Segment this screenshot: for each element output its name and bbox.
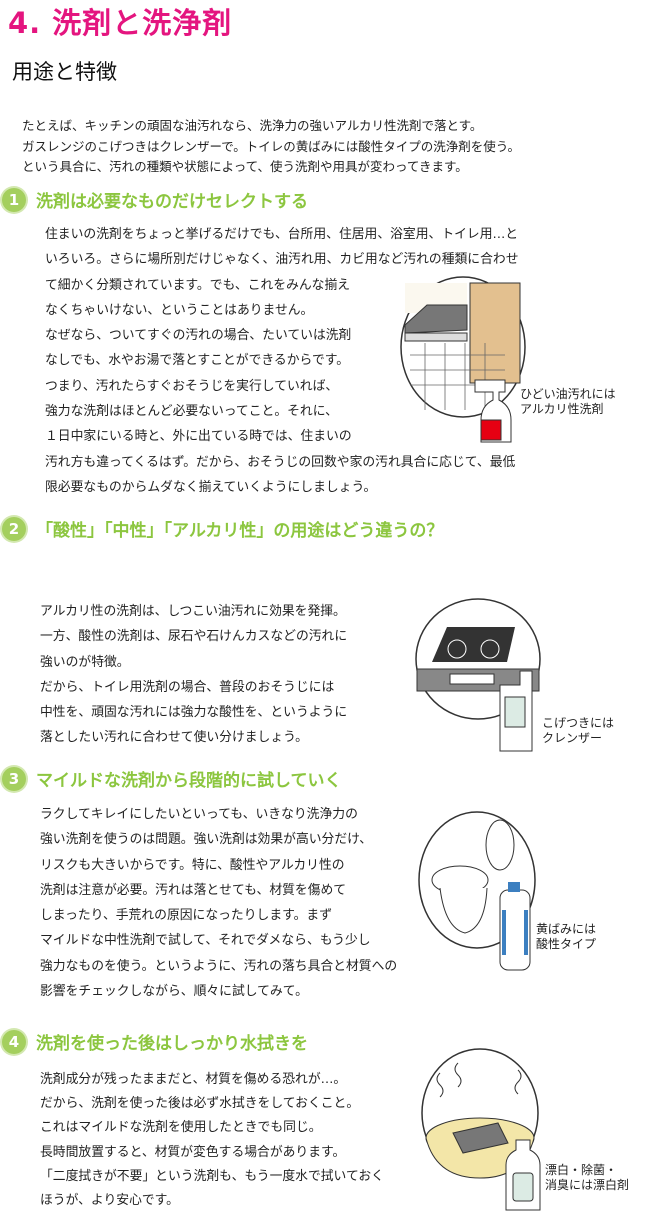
body-line: リスクも大きいからです。特に、酸性やアルカリ性の [40, 857, 345, 873]
body-line: 落としたい汚れに合わせて使い分けましょう。 [40, 730, 308, 746]
caption-1: ひどい油汚れには アルカリ性洗剤 [520, 387, 616, 417]
section-3-body: ラクしてキレイにしたいといっても、いきなり洗浄力の 強い洗剤を使うのは問題。強い… [40, 802, 397, 1004]
caption-line: 消臭には漂白剤 [545, 1178, 630, 1192]
caption-line: 漂白・除菌・ [545, 1163, 618, 1177]
caption-line: こげつきには [542, 716, 615, 730]
heading-text: 洗剤は必要なものだけセレクトする [36, 192, 308, 212]
intro-text: たとえば、キッチンの頑固な油汚れなら、洗浄力の強いアルカリ性洗剤で落とす。 ガス… [22, 116, 520, 178]
page-title: 4. 洗剤と洗浄剤 [8, 6, 233, 40]
intro-line: という具合に、汚れの種類や状態によって、使う洗剤や用具が変わってきます。 [22, 159, 468, 174]
caption-line: クレンザー [542, 731, 603, 745]
body-line: 限必要なものからムダなく揃えていくようにしましょう。 [45, 479, 377, 495]
caption-3: 黄ばみには 酸性タイプ [536, 922, 596, 952]
bleach-bowl-illustration [421, 1048, 541, 1211]
body-line: 中性を、頑固な汚れには強力な酸性を、というように [40, 705, 348, 721]
section-1-heading: 1 洗剤は必要なものだけセレクトする [2, 187, 308, 212]
body-line: 強い洗剤を使うのは問題。強い洗剤は効果が高い分だけ、 [40, 832, 373, 848]
body-line: だから、洗剤を使った後は必ず水拭きをしておくこと。 [40, 1096, 360, 1112]
heading-text: マイルドな洗剤から段階的に試していく [36, 771, 342, 791]
body-line: なぜなら、ついてすぐの汚れの場合、たいていは洗剤 [45, 328, 352, 344]
section-2-body: アルカリ性の洗剤は、しつこい油汚れに効果を発揮。 一方、酸性の洗剤は、尿石や石け… [40, 599, 347, 751]
body-line: なくちゃいけない、ということはありません。 [45, 302, 314, 318]
body-line: アルカリ性の洗剤は、しつこい油汚れに効果を発揮。 [40, 604, 346, 619]
number-badge-icon: 2 [2, 516, 26, 541]
intro-line: たとえば、キッチンの頑固な油汚れなら、洗浄力の強いアルカリ性洗剤で落とす。 [22, 118, 483, 133]
body-line: 影響をチェックしながら、順々に試してみて。 [40, 984, 308, 1000]
body-line: 住まいの洗剤をちょっと挙げるだけでも、台所用、住居用、浴室用、トイレ用…と [45, 227, 519, 242]
body-line: 強力な洗剤はほとんど必要ないってこと。それに、 [45, 404, 338, 420]
body-line: 長時間放置すると、材質が変色する場合があります。 [40, 1144, 346, 1160]
body-line: ラクしてキレイにしたいといっても、いきなり洗浄力の [40, 807, 358, 822]
body-line: 一方、酸性の洗剤は、尿石や石けんカスなどの汚れに [40, 629, 348, 645]
body-line: て細かく分類されています。でも、これをみんな揃え [45, 277, 351, 293]
body-line: 洗剤は注意が必要。汚れは落とせても、材質を傷めて [40, 882, 347, 898]
number-badge-icon: 3 [2, 766, 26, 791]
body-line: つまり、汚れたらすぐおそうじを実行していれば、 [45, 378, 339, 394]
caption-line: 酸性タイプ [536, 937, 597, 951]
section-4-body: 洗剤成分が残ったままだと、材質を傷める恐れが…。 だから、洗剤を使った後は必ず水… [40, 1068, 384, 1213]
section-4-heading: 4 洗剤を使った後はしっかり水拭きを [2, 1029, 308, 1054]
caption-line: ひどい油汚れには [520, 387, 616, 401]
caption-line: アルカリ性洗剤 [520, 402, 604, 416]
body-line: しまったり、手荒れの原因になったりします。まず [40, 908, 333, 924]
caption-line: 黄ばみには [536, 922, 597, 936]
toilet-illustration [418, 811, 536, 971]
kitchen-hood-illustration [400, 276, 526, 443]
body-line: マイルドな中性洗剤で試して、それでダメなら、もう少し [40, 933, 371, 949]
body-line: なしでも、水やお湯で落とすことができるからです。 [45, 353, 350, 369]
body-line: １日中家にいる時と、外に出ている時では、住まいの [45, 429, 352, 445]
body-line: 汚れ方も違ってくるはず。だから、おそうじの回数や家の汚れ具合に応じて、最低 [45, 454, 516, 470]
body-line: これはマイルドな洗剤を使用したときでも同じ。 [40, 1120, 322, 1136]
body-line: いろいろ。さらに場所別だけじゃなく、油汚れ用、カビ用など汚れの種類に合わせ [45, 252, 519, 268]
section-3-heading: 3 マイルドな洗剤から段階的に試していく [2, 766, 342, 791]
body-line: ほうが、より安心です。 [40, 1192, 179, 1208]
section-1-body: 住まいの洗剤をちょっと挙げるだけでも、台所用、住居用、浴室用、トイレ用…と いろ… [45, 222, 518, 500]
body-line: 洗剤成分が残ったままだと、材質を傷める恐れが…。 [40, 1072, 347, 1087]
caption-2: こげつきには クレンザー [542, 716, 614, 746]
body-line: 強いのが特徴。 [40, 654, 130, 670]
gas-stove-illustration [415, 598, 541, 752]
intro-line: ガスレンジのこげつきはクレンザーで。トイレの黄ばみには酸性タイプの洗浄剤を使う。 [22, 138, 521, 154]
caption-4: 漂白・除菌・ 消臭には漂白剤 [545, 1163, 629, 1193]
section-2-heading: 2 「酸性」「中性」「アルカリ性」の用途はどう違うの？ [2, 516, 443, 541]
heading-text: 洗剤を使った後はしっかり水拭きを [36, 1034, 308, 1054]
body-line: 「二度拭きが不要」という洗剤も、もう一度水で拭いておく [40, 1168, 384, 1184]
page-subtitle: 用途と特徴 [12, 60, 117, 84]
body-line: 強力なものを使う。というように、汚れの落ち具合と材質への [40, 958, 398, 974]
number-badge-icon: 4 [2, 1029, 26, 1054]
heading-text: 「酸性」「中性」「アルカリ性」の用途はどう違うの？ [36, 521, 444, 541]
body-line: だから、トイレ用洗剤の場合、普段のおそうじには [40, 679, 335, 695]
number-badge-icon: 1 [2, 187, 26, 212]
